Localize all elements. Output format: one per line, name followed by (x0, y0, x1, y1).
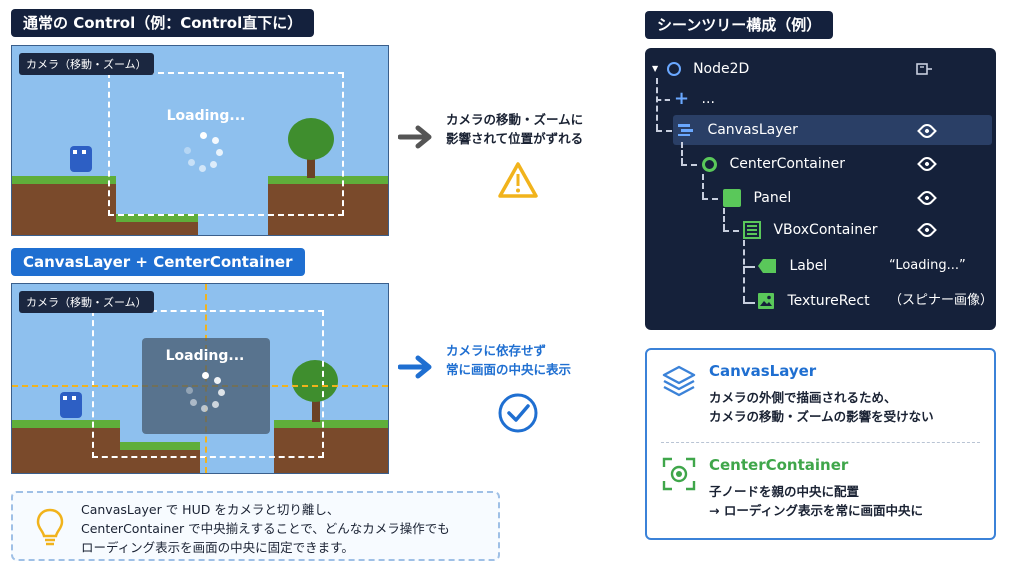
panel-icon (723, 189, 741, 207)
visibility-eye-icon[interactable] (917, 220, 937, 240)
divider (661, 442, 980, 443)
camera-viewport-frame (108, 72, 344, 216)
ground-pit (116, 214, 198, 235)
top-game-scene: カメラ（移動・ズーム） Loading... (11, 45, 389, 236)
visibility-eye-icon[interactable] (917, 154, 937, 174)
texture-rect-value: （スピナー画像） (889, 293, 994, 308)
tip-line2: CenterContainer で中央揃えすることで、どんなカメラ操作でも (81, 521, 450, 536)
ground-right (268, 176, 388, 235)
node-label: VBoxContainer (773, 222, 878, 238)
label-text-value: “Loading...” (889, 258, 966, 273)
layers-icon (662, 365, 696, 397)
robot-character (60, 392, 82, 418)
node-label: Panel (753, 190, 792, 206)
centercontainer-line2: → ローディング表示を常に画面中央に (709, 503, 923, 518)
camera-tag: カメラ（移動・ズーム） (19, 53, 154, 75)
tree-node-texturerect[interactable]: TextureRect (757, 290, 870, 312)
tip-line1: CanvasLayer で HUD をカメラと切り離し、 (81, 502, 340, 517)
node-label: CanvasLayer (707, 122, 798, 138)
ground-right (274, 420, 388, 473)
top-note-line1: カメラの移動・ズームに (446, 112, 584, 127)
tree-node-panel[interactable]: Panel (723, 187, 791, 209)
centercontainer-line1: 子ノードを親の中央に配置 (709, 484, 860, 499)
center-container-icon (702, 156, 717, 172)
tree-node-canvaslayer[interactable]: CanvasLayer (677, 119, 798, 141)
camera-viewport-frame (92, 310, 324, 458)
node-label: CenterContainer (729, 156, 845, 172)
camera-tag: カメラ（移動・ズーム） (19, 291, 154, 313)
canvaslayer-title: CanvasLayer (709, 362, 817, 380)
canvaslayer-line1: カメラの外側で描画されるため、 (709, 390, 897, 405)
top-note-line2: 影響されて位置がずれる (446, 131, 584, 146)
tree-trunk (312, 388, 320, 422)
node-label: Label (789, 258, 828, 274)
loading-label: Loading... (166, 108, 246, 124)
tree-top (292, 360, 338, 402)
scene-tree-panel: ▼ Node2D + ... CanvasLayer CenterContain… (645, 48, 996, 330)
loading-label: Loading... (165, 348, 245, 364)
bottom-note-line2: 常に画面の中央に表示 (446, 362, 572, 377)
tree-trunk (307, 146, 315, 178)
ground-left (12, 420, 120, 473)
node-label: ... (701, 91, 715, 107)
tree-top (288, 118, 334, 160)
texture-rect-icon (758, 293, 774, 309)
arrow-right-icon (398, 355, 432, 379)
loading-panel (142, 338, 270, 434)
bottom-game-scene: カメラ（移動・ズーム） Loading... (11, 283, 389, 474)
info-box: CanvasLayer カメラの外側で描画されるため、 カメラの移動・ズームの影… (645, 348, 996, 540)
tip-line3: ローディング表示を画面の中央に固定できます。 (81, 540, 354, 555)
visibility-eye-icon[interactable] (917, 188, 937, 208)
warning-icon (498, 162, 538, 198)
tree-node-node2d[interactable]: ▼ Node2D (652, 58, 749, 80)
top-note: カメラの移動・ズームに 影響されて位置がずれる (446, 110, 583, 148)
selected-row-highlight (673, 115, 992, 145)
tree-node-label[interactable]: Label (757, 255, 827, 277)
ground-left (12, 176, 116, 235)
spinner-icon (186, 372, 226, 412)
plus-icon: + (674, 88, 690, 109)
lightbulb-icon (36, 508, 64, 546)
canvas-layer-icon (678, 124, 693, 136)
expand-arrow-icon[interactable]: ▼ (652, 64, 659, 73)
bottom-note-line1: カメラに依存せず (446, 343, 547, 358)
top-section-title: 通常の Control（例：Control直下に） (11, 9, 315, 37)
bottom-note: カメラに依存せず 常に画面の中央に表示 (446, 341, 571, 379)
center-target-icon (662, 457, 696, 491)
vbox-icon (743, 221, 761, 239)
scene-script-icon[interactable] (915, 61, 933, 77)
scene-tree-title: シーンツリー構成（例） (645, 11, 834, 39)
label-icon (758, 259, 776, 273)
canvaslayer-line2: カメラの移動・ズームの影響を受けない (709, 409, 934, 424)
tree-node-centercontainer[interactable]: CenterContainer (702, 153, 845, 175)
tree-node-vboxcontainer[interactable]: VBoxContainer (743, 219, 877, 241)
centercontainer-title: CenterContainer (709, 456, 849, 474)
spinner-icon (184, 132, 224, 172)
node2d-icon (666, 62, 681, 76)
tree-node-more[interactable]: + ... (674, 88, 715, 110)
tip-box: CanvasLayer で HUD をカメラと切り離し、 CenterConta… (11, 491, 500, 561)
check-circle-icon (498, 393, 538, 433)
node-label: Node2D (693, 61, 750, 77)
bottom-section-title: CanvasLayer + CenterContainer (11, 248, 305, 276)
robot-character (70, 146, 92, 172)
node-label: TextureRect (787, 293, 870, 309)
arrow-right-icon (398, 125, 432, 149)
